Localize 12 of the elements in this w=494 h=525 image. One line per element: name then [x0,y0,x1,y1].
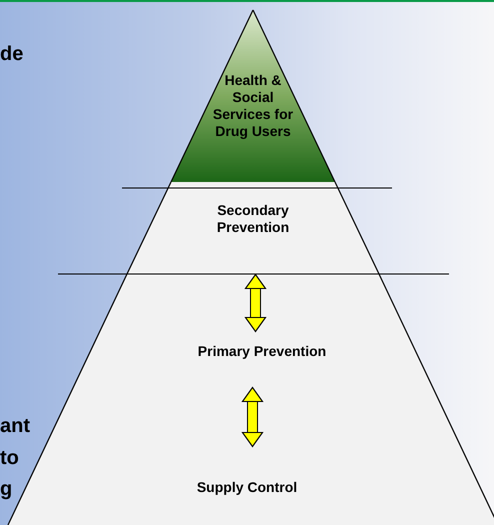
cropped-text: ant [0,414,30,438]
cropped-text: g [0,477,12,501]
tier-label: Secondary Prevention [216,202,290,236]
cropped-text: de [0,42,24,66]
tier-label: Health & Social Services for Drug Users [212,72,294,140]
double-arrow [245,274,266,332]
double-arrow [242,387,263,447]
level-label: Supply Control [177,479,317,496]
level-label: Primary Prevention [192,343,332,360]
pyramid-tier [127,182,379,274]
pyramid-apex-triangle [171,10,335,182]
cropped-text: to [0,446,19,470]
